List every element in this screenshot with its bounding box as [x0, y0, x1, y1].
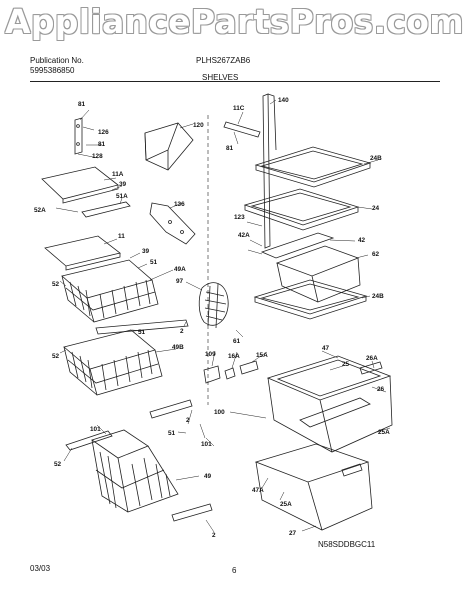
callout-49a: 49A [174, 266, 186, 273]
callout-100: 100 [214, 409, 225, 416]
callout-24b-top: 24B [370, 155, 382, 162]
callout-52a: 52A [34, 207, 46, 214]
bracket-136 [149, 202, 196, 245]
callout-25a-b: 25A [280, 501, 292, 508]
wire-basket-49b [63, 329, 193, 419]
callout-109: 109 [205, 351, 216, 358]
callout-126: 126 [98, 129, 109, 136]
wire-basket-49a [61, 259, 189, 335]
callout-52-b: 52 [52, 353, 60, 360]
callout-26: 26 [377, 386, 385, 393]
callout-11a: 11A [112, 171, 124, 178]
section-title: SHELVES [202, 73, 239, 82]
callout-27: 27 [289, 530, 297, 537]
callout-97: 97 [176, 278, 184, 285]
callout-11: 11 [118, 233, 125, 240]
callout-136: 136 [174, 201, 185, 208]
callout-123: 123 [234, 214, 245, 221]
callout-15a: 15A [256, 352, 268, 359]
fan-assembly-97 [198, 282, 229, 329]
callout-62: 62 [372, 251, 380, 258]
header-rule [30, 81, 440, 82]
callout-25-a: 25 [342, 361, 350, 368]
callout-11c: 11C [233, 105, 245, 112]
callout-2-a: 2 [180, 328, 184, 335]
callout-51-a: 51 [150, 259, 158, 266]
page-number: 6 [232, 566, 237, 575]
callout-39-a: 39 [119, 181, 127, 188]
freezer-shelf-11a [41, 166, 131, 218]
shelf-24 [243, 188, 360, 231]
callout-24: 24 [372, 205, 380, 212]
shelf-24b-lower [253, 279, 368, 320]
callout-51-c: 51 [168, 430, 176, 437]
door-bin-120 [144, 122, 194, 171]
watermark: AppliancePartsPros.com [5, 2, 464, 41]
callout-25a-a: 25A [378, 429, 390, 436]
bracket-126 [74, 117, 83, 155]
freezer-shelf-11 [44, 235, 121, 271]
publication-label: Publication No. [30, 56, 84, 65]
callout-47: 47 [322, 345, 330, 352]
callout-52-a: 52 [52, 281, 60, 288]
diagram-code: N58SDDBGC11 [318, 540, 376, 549]
drawer-27 [254, 443, 373, 531]
callout-2-b: 2 [186, 417, 190, 424]
callout-51-b: 51 [138, 329, 146, 336]
callout-42a: 42A [238, 232, 250, 239]
callout-81-a: 81 [78, 101, 86, 108]
callout-49: 49 [204, 473, 212, 480]
footer-date: 03/03 [30, 564, 51, 573]
small-parts-109-16a-15a [203, 360, 259, 384]
crisper-62 [260, 232, 361, 303]
callout-140: 140 [278, 97, 289, 104]
callout-51a: 51A [116, 193, 128, 200]
callout-128: 128 [92, 153, 103, 160]
callout-101-b: 101 [201, 441, 212, 448]
wire-basket-49 [65, 429, 213, 522]
callout-81-c: 81 [226, 145, 234, 152]
callout-81-b: 81 [98, 141, 106, 148]
callout-47a: 47A [252, 487, 264, 494]
callout-16a: 16A [228, 353, 240, 360]
bracket-11c [223, 121, 261, 138]
leader-lines [55, 99, 391, 533]
callout-39-b: 39 [142, 248, 150, 255]
callout-42: 42 [358, 237, 366, 244]
deli-drawer-26 [266, 355, 393, 453]
callout-2-c: 2 [212, 532, 216, 539]
callout-101-a: 101 [90, 426, 101, 433]
callout-49b: 49B [172, 344, 184, 351]
rail-140 [262, 93, 277, 249]
shelf-24b-top [254, 146, 372, 188]
callout-24b-lower: 24B [372, 293, 384, 300]
model-number: PLHS267ZAB6 [196, 56, 251, 65]
callout-120: 120 [193, 122, 204, 129]
callout-26a-a: 26A [366, 355, 378, 362]
publication-number: 5995386850 [30, 66, 75, 75]
callout-52-c: 52 [54, 461, 62, 468]
callout-61: 61 [233, 338, 241, 345]
